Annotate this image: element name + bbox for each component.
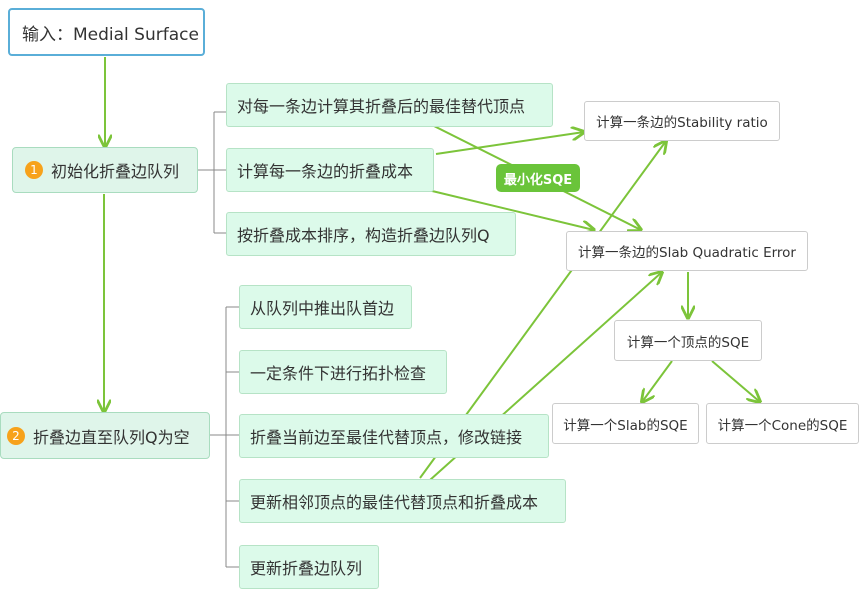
substep-label: 计算每一条边的折叠成本 bbox=[237, 162, 414, 181]
bracket-step1 bbox=[198, 111, 226, 234]
step1-badge: 1 bbox=[25, 161, 43, 179]
arrow-count-to-stability bbox=[435, 132, 584, 155]
slab-quadratic-error-node[interactable]: 计算一条边的Slab Quadratic Error bbox=[566, 231, 808, 271]
root-label: 输入：Medial Surface bbox=[22, 24, 199, 45]
step2-substep-update-queue[interactable]: 更新折叠边队列 bbox=[239, 545, 379, 589]
step1-substep-best-vertex[interactable]: 对每一条边计算其折叠后的最佳替代顶点 bbox=[226, 83, 553, 127]
side-label: 计算一个Cone的SQE bbox=[717, 417, 848, 434]
tag-label: 最小化SQE bbox=[503, 172, 573, 188]
root-node[interactable]: 输入：Medial Surface bbox=[8, 8, 205, 56]
side-label: 计算一个顶点的SQE bbox=[626, 334, 750, 351]
substep-label: 一定条件下进行拓扑检查 bbox=[250, 364, 427, 383]
arrow-vertexsqe-to-slab bbox=[642, 360, 673, 402]
step1-label: 初始化折叠边队列 bbox=[51, 162, 180, 181]
bracket-step2 bbox=[210, 306, 239, 568]
step2-substep-pop-edge[interactable]: 从队列中推出队首边 bbox=[239, 285, 412, 329]
stability-ratio-node[interactable]: 计算一条边的Stability ratio bbox=[584, 101, 780, 141]
substep-label: 按折叠成本排序，构造折叠边队列Q bbox=[237, 226, 490, 245]
arrow-vertexsqe-to-cone bbox=[711, 360, 760, 402]
step2-substep-collapse-edge[interactable]: 折叠当前边至最佳代替顶点，修改链接 bbox=[239, 414, 549, 458]
slab-sqe-node[interactable]: 计算一个Slab的SQE bbox=[552, 403, 699, 444]
side-label: 计算一条边的Stability ratio bbox=[596, 115, 768, 131]
step2-badge: 2 bbox=[7, 426, 25, 445]
step2-label: 折叠边直至队列Q为空 bbox=[33, 427, 190, 447]
substep-label: 更新折叠边队列 bbox=[250, 559, 363, 578]
side-label: 计算一条边的Slab Quadratic Error bbox=[578, 245, 796, 261]
side-label: 计算一个Slab的SQE bbox=[563, 417, 688, 434]
cone-sqe-node[interactable]: 计算一个Cone的SQE bbox=[706, 403, 859, 444]
step2-substep-update-neighbors[interactable]: 更新相邻顶点的最佳代替顶点和折叠成本 bbox=[239, 479, 566, 523]
vertex-sqe-node[interactable]: 计算一个顶点的SQE bbox=[614, 320, 762, 361]
step1-substep-sort-queue[interactable]: 按折叠成本排序，构造折叠边队列Q bbox=[226, 212, 516, 256]
step1-substep-collapse-cost[interactable]: 计算每一条边的折叠成本 bbox=[226, 148, 434, 192]
step2-substep-topology-check[interactable]: 一定条件下进行拓扑检查 bbox=[239, 350, 447, 394]
substep-label: 更新相邻顶点的最佳代替顶点和折叠成本 bbox=[250, 493, 539, 512]
substep-label: 从队列中推出队首边 bbox=[250, 299, 395, 318]
step2-node[interactable]: 2 折叠边直至队列Q为空 bbox=[0, 412, 210, 459]
minimize-sqe-tag: 最小化SQE bbox=[496, 164, 580, 192]
step1-node[interactable]: 1 初始化折叠边队列 bbox=[12, 147, 198, 193]
substep-label: 折叠当前边至最佳代替顶点，修改链接 bbox=[250, 428, 523, 447]
substep-label: 对每一条边计算其折叠后的最佳替代顶点 bbox=[237, 97, 526, 116]
arrow-count-to-slabqe bbox=[427, 189, 594, 230]
